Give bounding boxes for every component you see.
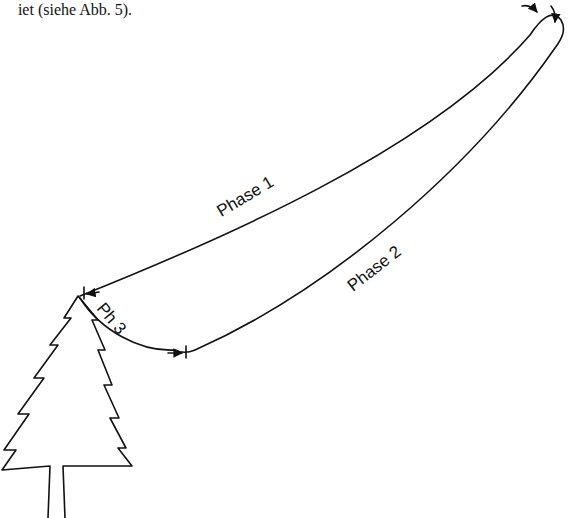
phase-label: Phase 2 — [344, 242, 404, 294]
tick — [83, 287, 85, 299]
arrow — [87, 292, 99, 294]
phase-label: Phase 1 — [214, 173, 276, 220]
phase-label: Ph 3 — [93, 299, 129, 337]
arrow — [522, 6, 537, 12]
tick — [185, 346, 187, 358]
arrow — [168, 352, 182, 354]
tree-outline — [2, 296, 132, 518]
caption-fragment: iet (siehe Abb. 5). — [18, 2, 132, 18]
arrow — [551, 6, 555, 22]
flight-path — [80, 15, 563, 352]
